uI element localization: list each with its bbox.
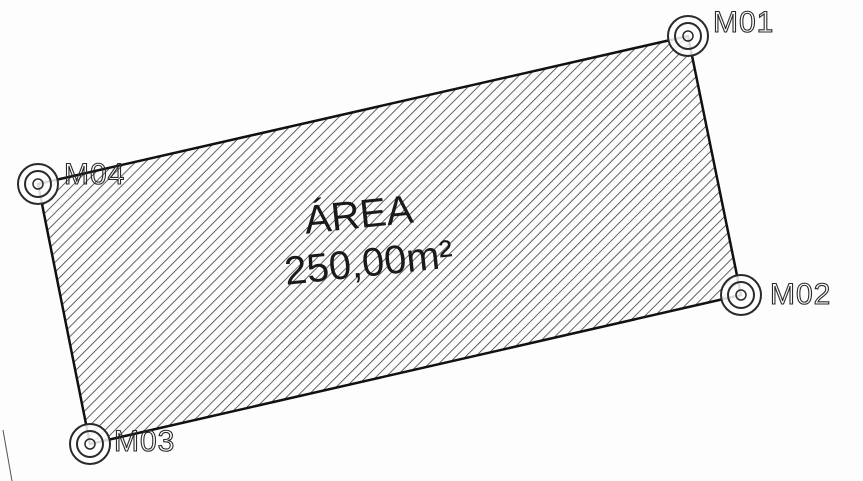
marker-m04-mid-ring	[24, 170, 52, 198]
marker-m02-mid-ring	[727, 281, 755, 309]
marker-m01-outer-ring	[667, 15, 709, 57]
marker-m01: M01	[667, 5, 774, 57]
marker-m03-mid-ring	[76, 430, 104, 458]
page-edge-line	[2, 429, 13, 481]
marker-m01-center	[682, 30, 694, 42]
marker-m01-label: M01	[713, 6, 774, 39]
lot-hatch-fill	[38, 36, 741, 444]
marker-m04-outer-ring	[17, 163, 59, 205]
marker-m02-center	[735, 289, 747, 301]
marker-m02-label: M02	[770, 278, 831, 311]
marker-m02-outer-ring	[720, 274, 762, 316]
marker-m04-label: M04	[64, 158, 125, 191]
marker-m03-outer-ring	[69, 423, 111, 465]
marker-m03: M03	[69, 423, 175, 465]
marker-m01-mid-ring	[674, 22, 702, 50]
marker-m02: M02	[720, 274, 831, 316]
marker-m03-center	[84, 438, 96, 450]
marker-m04-center	[32, 178, 44, 190]
marker-m04: M04	[17, 157, 125, 205]
marker-m03-label: M03	[114, 425, 175, 458]
